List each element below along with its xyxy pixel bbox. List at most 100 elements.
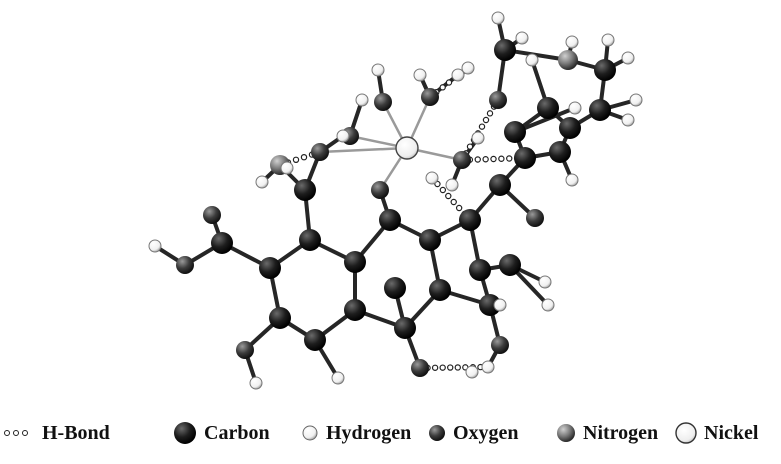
oxygen-atom: [411, 359, 429, 377]
carbon-atom: [559, 117, 581, 139]
hbond-dot: [455, 204, 463, 212]
hydrogen-atom: [331, 371, 345, 385]
hydrogen-atom: [541, 298, 555, 312]
legend: H-Bond Carbon Hydrogen Oxygen Nitrogen N…: [0, 418, 781, 448]
carbon-atom: [259, 257, 281, 279]
hydrogen-atom: [621, 113, 635, 127]
oxygen-atom: [236, 341, 254, 359]
hbond-dot: [445, 192, 452, 200]
hydrogen-atom: [491, 11, 505, 25]
hydrogen-atom: [629, 93, 643, 107]
oxygen-atom: [203, 206, 221, 224]
oxygen-atom: [453, 151, 471, 169]
oxygen-atom: [311, 143, 329, 161]
hbond-dot: [506, 155, 513, 162]
hbond-dot: [439, 364, 446, 371]
hbond-dot: [486, 110, 494, 117]
carbon-atom: [211, 232, 233, 254]
hydrogen-atom: [336, 129, 350, 143]
hydrogen-atom: [148, 239, 162, 253]
carbon-atom: [299, 229, 321, 251]
legend-label-carbon: Carbon: [204, 421, 270, 444]
legend-item-oxygen: Oxygen: [427, 418, 519, 448]
legend-label-nitrogen: Nitrogen: [583, 421, 659, 444]
carbon-atom: [344, 251, 366, 273]
carbon-atom: [479, 294, 501, 316]
carbon-atom: [384, 277, 406, 299]
hydrogen-atom: [601, 33, 615, 47]
carbon-atom: [504, 121, 526, 143]
hydrogen-atom: [355, 93, 369, 107]
hbond-dots-icon: [4, 428, 34, 438]
carbon-atom: [459, 209, 481, 231]
hydrogen-atom: [425, 171, 439, 185]
oxygen-atom: [526, 209, 544, 227]
hbond-dot: [439, 186, 447, 194]
hbond-dot: [292, 156, 300, 163]
hydrogen-atom: [481, 360, 495, 374]
hydrogen-atom: [413, 68, 427, 82]
hydrogen-atom: [471, 131, 485, 145]
carbon-atom: [294, 179, 316, 201]
legend-label-oxygen: Oxygen: [453, 421, 519, 444]
hbond-dot: [478, 123, 486, 130]
hbond-dot: [474, 156, 481, 163]
carbon-atom: [429, 279, 451, 301]
carbon-atom: [489, 174, 511, 196]
hbond-dot: [439, 84, 446, 91]
carbon-atom: [589, 99, 611, 121]
hbond-dot: [498, 155, 505, 162]
carbon-ball-icon: [174, 422, 196, 444]
hbond-dot: [445, 79, 453, 86]
nickel-atom: [395, 136, 419, 160]
hbond-dot: [482, 156, 489, 163]
nitrogen-atom: [558, 50, 578, 70]
hydrogen-atom: [461, 61, 475, 75]
legend-label-hydrogen: Hydrogen: [326, 421, 412, 444]
hydrogen-atom: [565, 173, 579, 187]
hydrogen-atom: [465, 365, 479, 379]
legend-item-carbon: Carbon: [172, 418, 270, 448]
carbon-atom: [304, 329, 326, 351]
hydrogen-atom: [538, 275, 552, 289]
legend-item-nickel: Nickel: [674, 418, 758, 448]
oxygen-atom: [489, 91, 507, 109]
hbond-dot: [431, 364, 439, 371]
hbond-dot: [490, 155, 497, 163]
oxygen-atom: [176, 256, 194, 274]
legend-item-nitrogen: Nitrogen: [555, 418, 658, 448]
carbon-atom: [549, 141, 571, 163]
hydrogen-atom: [280, 161, 294, 175]
carbon-atom: [494, 39, 516, 61]
carbon-atom: [469, 259, 491, 281]
atom-layer: [148, 11, 643, 390]
hydrogen-bond: [462, 103, 498, 157]
legend-item-hydrogen: Hydrogen: [300, 418, 411, 448]
hydrogen-atom: [621, 51, 635, 65]
oxygen-atom: [374, 93, 392, 111]
hydrogen-ball-icon: [302, 425, 318, 441]
carbon-atom: [514, 147, 536, 169]
nitrogen-ball-icon: [557, 424, 575, 442]
carbon-atom: [344, 299, 366, 321]
hydrogen-atom: [525, 53, 539, 67]
carbon-atom: [499, 254, 521, 276]
carbon-atom: [419, 229, 441, 251]
coordination-bond: [318, 146, 409, 154]
oxygen-ball-icon: [429, 425, 445, 441]
hbond-dot: [482, 116, 490, 124]
carbon-atom: [269, 307, 291, 329]
legend-label-hbond: H-Bond: [42, 421, 110, 444]
oxygen-atom: [371, 181, 389, 199]
hydrogen-atom: [515, 31, 529, 45]
oxygen-atom: [421, 88, 439, 106]
hbond-dot: [466, 143, 474, 150]
legend-item-hbond: H-Bond: [4, 418, 110, 448]
hydrogen-atom: [493, 298, 507, 312]
hydrogen-bond: [466, 155, 521, 163]
hbond-dot: [450, 198, 457, 206]
carbon-atom: [537, 97, 559, 119]
nickel-ball-icon: [675, 422, 697, 444]
hydrogen-atom: [451, 68, 465, 82]
